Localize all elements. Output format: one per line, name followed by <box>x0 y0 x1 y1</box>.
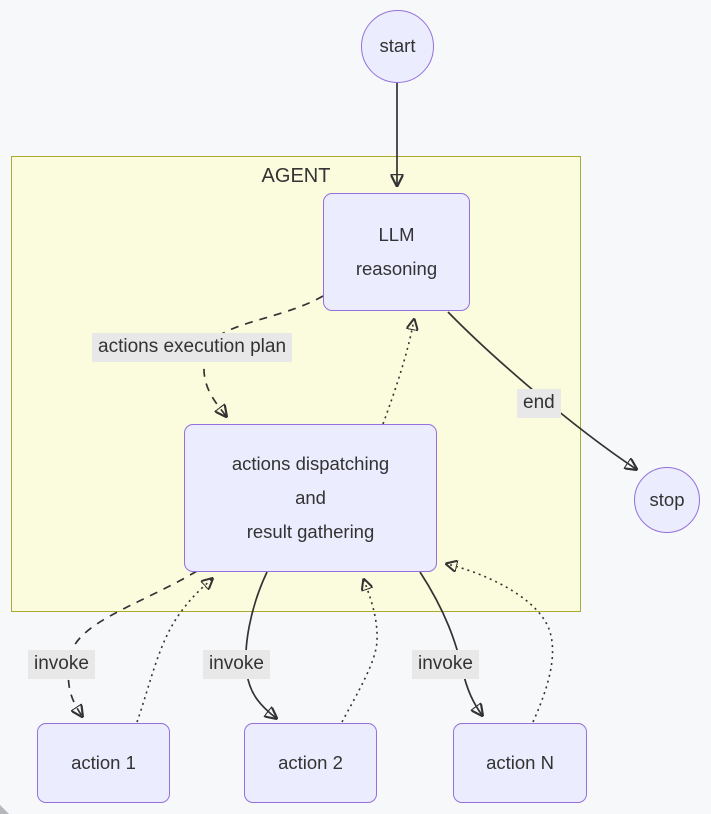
edge-label-invoke-1: invoke <box>28 650 95 679</box>
edge-dispatcher-to-action2-invoke <box>245 571 276 718</box>
edge-label-end: end <box>517 389 561 418</box>
edge-dispatcher-to-action1-invoke <box>67 570 198 716</box>
edge-actionN-to-dispatcher-return <box>447 564 554 723</box>
edge-action2-to-dispatcher-return <box>341 580 378 723</box>
edge-label-invoke-2: invoke <box>203 650 270 679</box>
node-action1-label: action 1 <box>71 751 136 773</box>
node-dispatcher-line2: and <box>295 486 326 508</box>
node-dispatcher-line1: actions dispatching <box>231 452 390 474</box>
node-start: start <box>361 10 434 83</box>
node-llm-reasoning: LLM reasoning <box>323 193 470 311</box>
node-action-1: action 1 <box>37 723 170 803</box>
window-resize-corner <box>0 805 9 814</box>
edge-label-actions-execution-plan: actions execution plan <box>92 333 293 362</box>
edge-dispatcher-to-actionN-invoke <box>419 571 482 715</box>
node-action-n: action N <box>453 723 587 803</box>
node-start-label: start <box>379 35 416 57</box>
edge-label-invoke-3: invoke <box>412 650 479 679</box>
node-stop: stop <box>634 467 700 533</box>
edge-action1-to-dispatcher-return <box>136 579 212 723</box>
node-stop-label: stop <box>649 488 685 510</box>
node-llm-line1: LLM <box>378 223 415 245</box>
node-action-2: action 2 <box>244 723 377 803</box>
node-dispatcher-line3: result gathering <box>246 521 375 543</box>
node-actions-dispatching: actions dispatching and result gathering <box>184 424 437 572</box>
node-action2-label: action 2 <box>278 751 343 773</box>
edge-dispatcher-to-llm-result <box>382 320 414 425</box>
edge-llm-to-dispatcher-plan <box>203 295 324 416</box>
node-llm-line2: reasoning <box>355 258 438 279</box>
agent-subgraph-title: AGENT <box>261 165 331 187</box>
node-actionN-label: action N <box>486 751 554 773</box>
